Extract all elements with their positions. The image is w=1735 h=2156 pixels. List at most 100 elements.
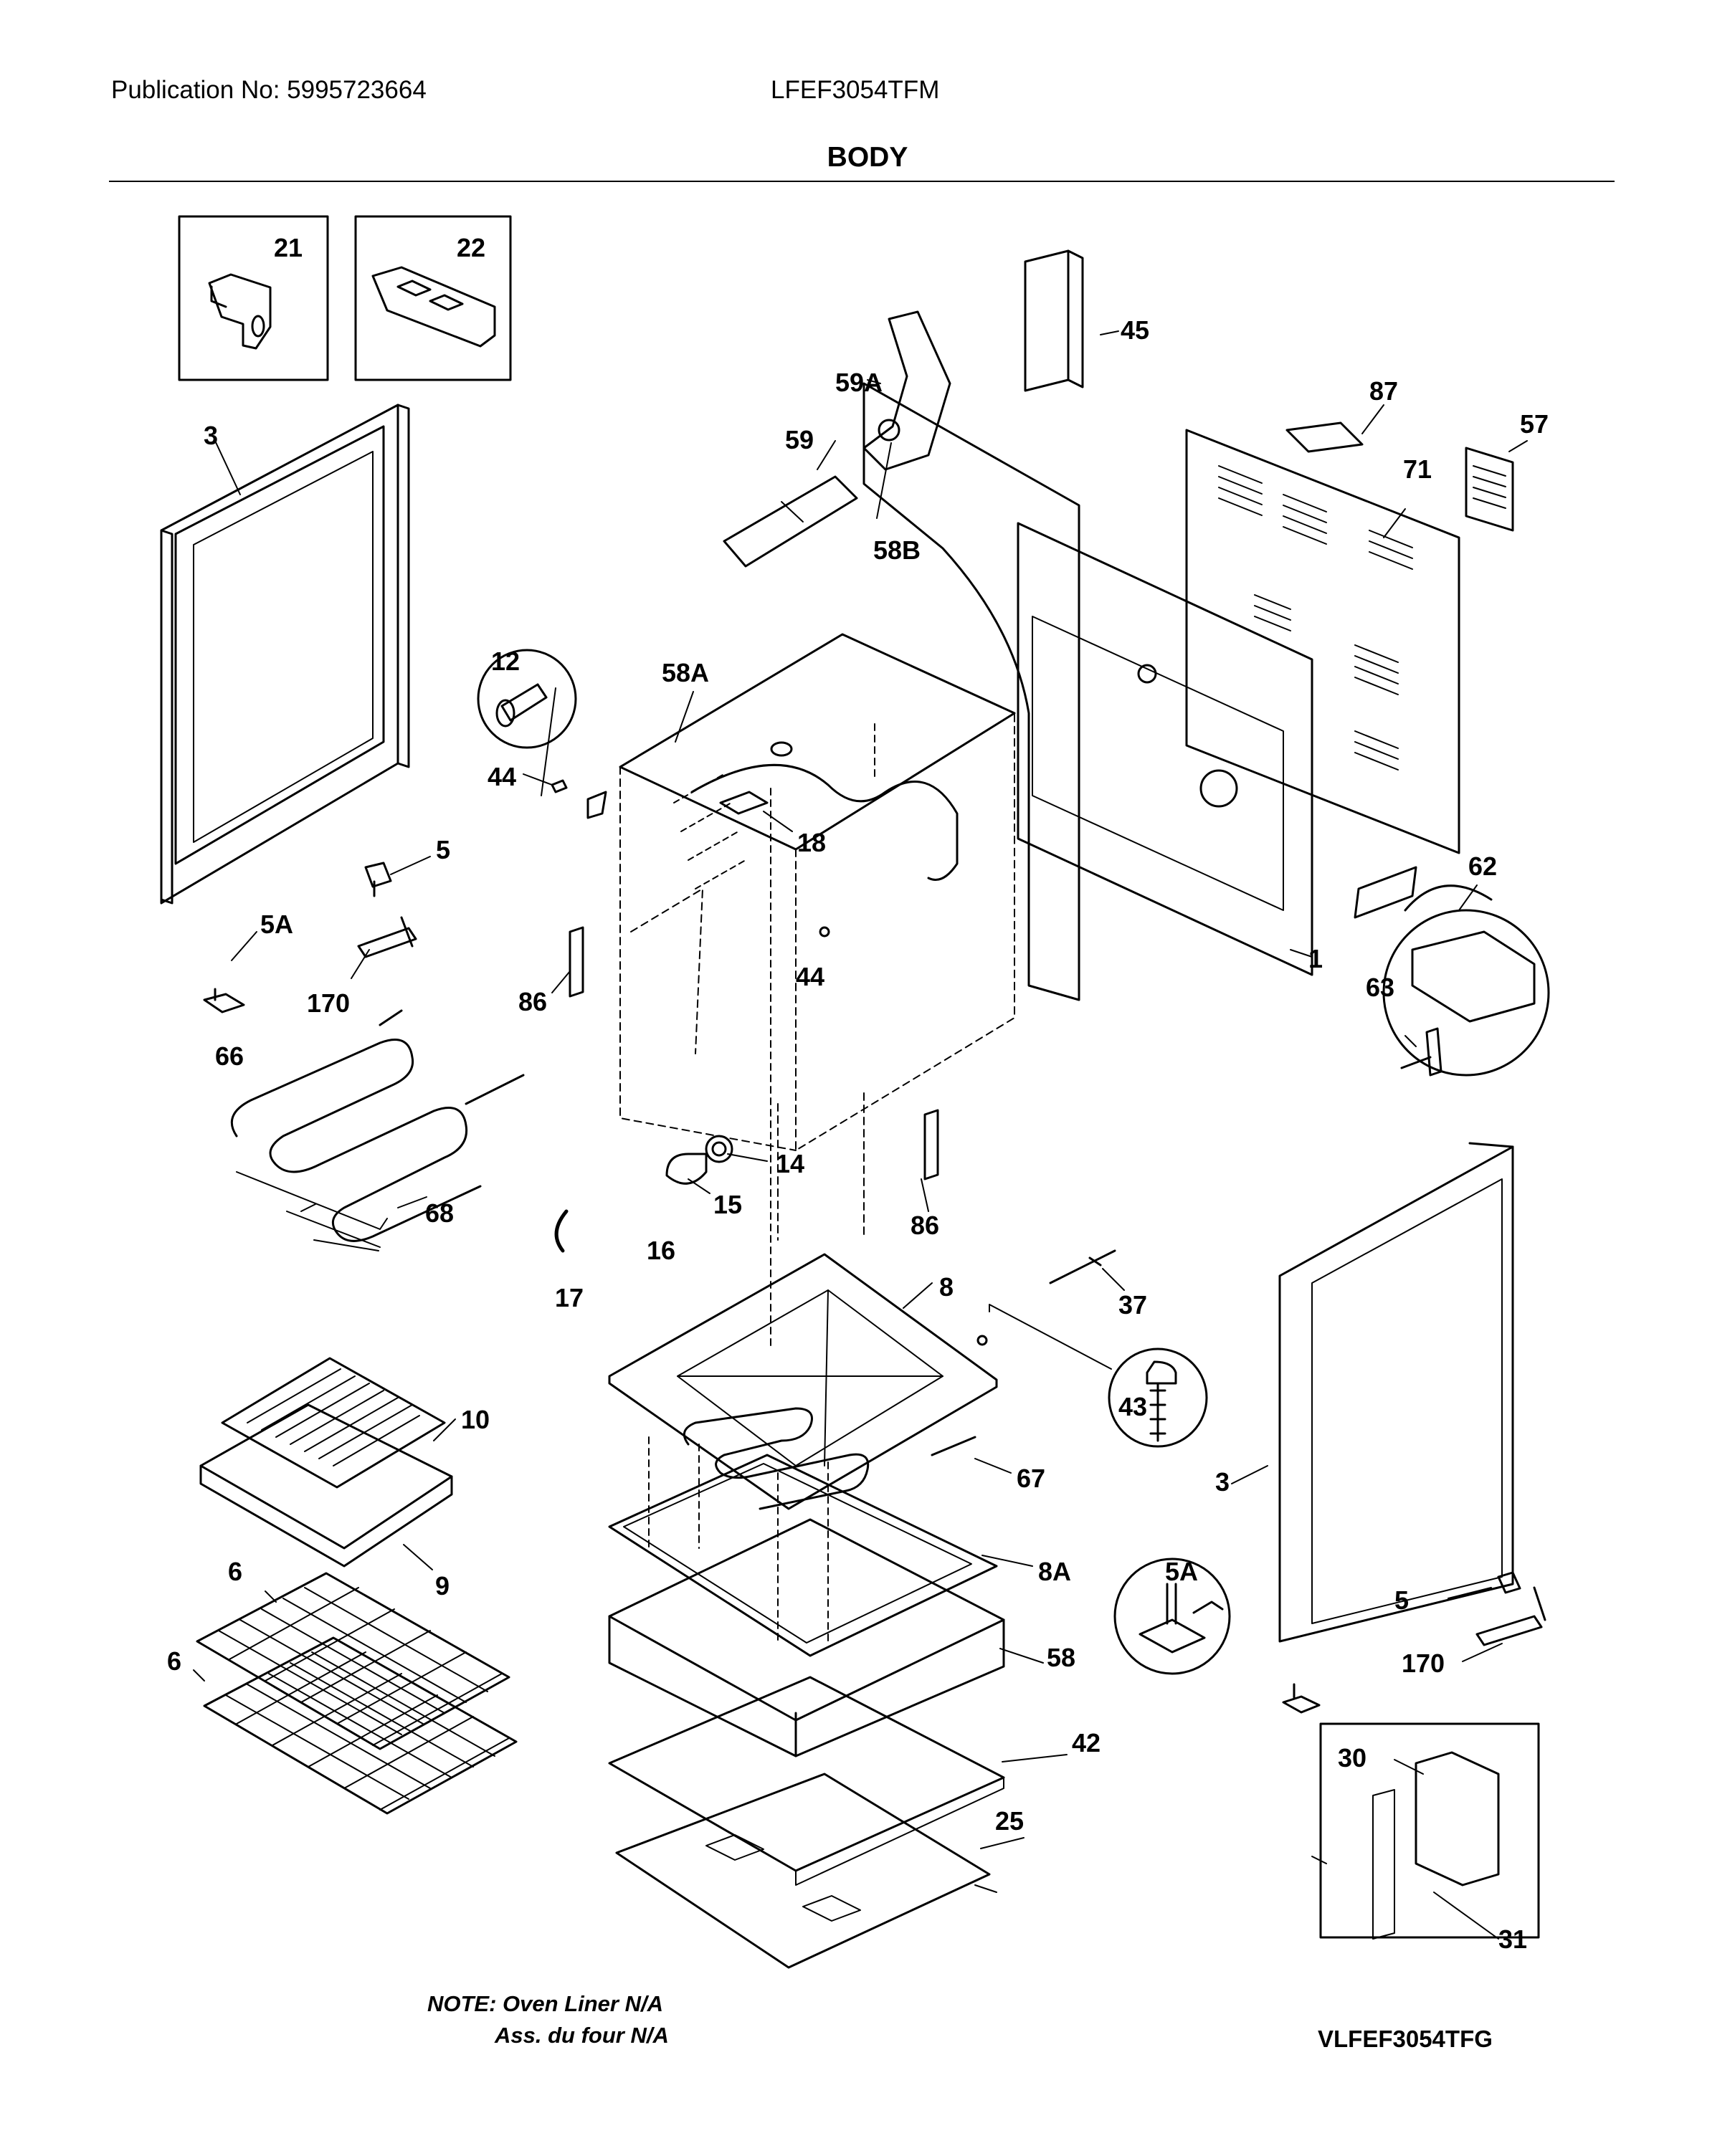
- leveler-5-left: [364, 862, 392, 897]
- dashed-guides-bottom: [648, 723, 875, 1646]
- callout-22: 22: [457, 233, 485, 262]
- bottom-cover-25: [615, 1773, 991, 1969]
- rear-panel-1: [1017, 522, 1313, 976]
- callout-14: 14: [776, 1149, 804, 1178]
- callout-59A: 59A: [835, 368, 883, 397]
- wire-17: [554, 1209, 569, 1253]
- leveler-5A-left: [203, 988, 245, 1013]
- publication-number: Publication No: 5995723664: [111, 76, 427, 104]
- leader-lines: [193, 330, 1528, 1940]
- leveler-5A-right-small: [1282, 1683, 1321, 1714]
- callout-57: 57: [1520, 409, 1549, 439]
- callout-63: 63: [1366, 973, 1394, 1002]
- callout-86-left: 86: [518, 987, 547, 1016]
- bake-element-67: [683, 1407, 976, 1510]
- callout-170-left: 170: [307, 988, 350, 1018]
- broil-element-66: [230, 1009, 525, 1242]
- callout-6-bottom: 6: [167, 1646, 181, 1676]
- header-rule: [109, 181, 1615, 182]
- hinge-receiver-86-right: [923, 1109, 939, 1180]
- callout-1: 1: [1308, 944, 1323, 973]
- terminal-block-detail-62: [1354, 866, 1550, 1077]
- callout-66: 66: [215, 1041, 244, 1071]
- cover-57: [1465, 447, 1514, 532]
- callout-71: 71: [1403, 454, 1432, 484]
- callout-16: 16: [647, 1236, 675, 1265]
- callout-5-left: 5: [436, 835, 450, 864]
- callout-44-left: 44: [488, 762, 516, 791]
- element-support-68: [236, 1171, 388, 1248]
- note-line-1: NOTE: Oven Liner N/A: [427, 1991, 663, 2016]
- callout-86-right: 86: [911, 1211, 939, 1240]
- leveler-5-right: [1497, 1571, 1521, 1594]
- note-line-2: Ass. du four N/A: [495, 2023, 669, 2048]
- callout-31: 31: [1498, 1924, 1527, 1954]
- clip-18: [719, 791, 769, 815]
- callout-8A: 8A: [1038, 1557, 1071, 1586]
- oven-bottom-8: [608, 1253, 998, 1510]
- callout-62: 62: [1468, 852, 1497, 881]
- callout-5A-left: 5A: [260, 910, 293, 939]
- bracket-170-right: [1475, 1586, 1546, 1646]
- vent-bracket-45: [1024, 249, 1084, 392]
- callout-12: 12: [491, 647, 520, 676]
- callout-8: 8: [939, 1272, 954, 1302]
- callout-3-right: 3: [1215, 1467, 1230, 1497]
- vent-duct-59: [723, 475, 858, 568]
- broiler-pan-grid-10: [221, 1357, 446, 1489]
- callout-15: 15: [713, 1190, 742, 1219]
- callout-58B: 58B: [873, 535, 921, 565]
- callout-5-right: 5: [1394, 1585, 1409, 1615]
- screw-detail-43: [989, 1304, 1208, 1448]
- callout-58A: 58A: [662, 658, 709, 687]
- sensor-detail-12: [477, 649, 577, 796]
- callout-58: 58: [1047, 1643, 1075, 1672]
- callout-68: 68: [425, 1198, 454, 1228]
- oven-rack-6-bottom: [203, 1636, 518, 1815]
- callout-67: 67: [1017, 1464, 1045, 1493]
- callout-44-mid: 44: [796, 962, 824, 991]
- callout-18: 18: [797, 828, 826, 857]
- left-side-panel: [160, 404, 410, 905]
- lamp-bulb-15: [665, 1153, 708, 1185]
- lamp-socket-14: [705, 1135, 733, 1163]
- insulation-58: [608, 1518, 1005, 1757]
- callout-6-top: 6: [228, 1557, 242, 1586]
- callout-10: 10: [461, 1405, 490, 1434]
- callout-42: 42: [1072, 1728, 1101, 1757]
- insulation-58B: [862, 382, 1080, 1001]
- callout-45: 45: [1121, 315, 1149, 345]
- screw-44-mid: [819, 926, 830, 938]
- callout-5A-right: 5A: [1165, 1557, 1198, 1586]
- oven-bottom-8A: [608, 1454, 998, 1657]
- inset-box-21: [178, 215, 329, 381]
- callout-30: 30: [1338, 1743, 1366, 1773]
- oven-cavity-58A: [619, 633, 1016, 1241]
- callout-3-left: 3: [204, 421, 218, 450]
- leveler-detail-5A-right: [1113, 1558, 1231, 1675]
- callout-9: 9: [435, 1571, 450, 1601]
- section-title: BODY: [827, 142, 908, 173]
- model-number: LFEF3054TFM: [771, 76, 940, 104]
- callout-59: 59: [785, 425, 814, 454]
- callout-37: 37: [1118, 1290, 1147, 1320]
- callout-170-right: 170: [1402, 1649, 1445, 1678]
- inset-box-30-31: [1319, 1722, 1540, 1940]
- bracket-170-left: [357, 916, 417, 958]
- drawing-id: VLFEF3054TFG: [1318, 2026, 1493, 2052]
- callout-17: 17: [555, 1283, 584, 1312]
- screw-44-left: [551, 779, 607, 819]
- right-side-panel: [1278, 1142, 1514, 1643]
- small-panel-87: [1285, 421, 1364, 453]
- inset-box-22: [354, 215, 512, 381]
- probe-37: [1049, 1249, 1116, 1284]
- hinge-receiver-86-left: [569, 926, 584, 998]
- callout-43: 43: [1118, 1392, 1147, 1421]
- callout-87: 87: [1369, 376, 1398, 406]
- callout-25: 25: [995, 1806, 1024, 1836]
- rear-panel-71: [1185, 429, 1460, 854]
- callout-21: 21: [274, 233, 303, 262]
- broiler-pan-9: [199, 1403, 453, 1568]
- callout-labels: 21 22 3 45 59A 59 87 57 71 58B 12 58A 44…: [167, 233, 1549, 1954]
